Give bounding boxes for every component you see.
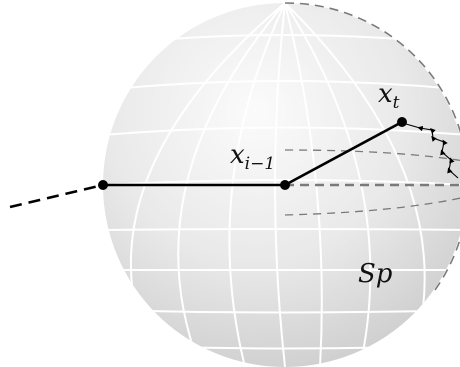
label-x-prev: xi−1 bbox=[230, 140, 275, 174]
point-start bbox=[98, 180, 108, 190]
label-x-t: xt bbox=[378, 79, 400, 113]
incoming-dashed-path bbox=[9, 183, 104, 209]
label-sphere: Sp bbox=[358, 259, 393, 289]
point-x-t bbox=[397, 117, 407, 127]
zigzag-arrows bbox=[405, 123, 459, 179]
point-x-prev bbox=[280, 180, 290, 190]
path-segment-2 bbox=[284, 120, 403, 187]
sphere-dashed-outline bbox=[284, 2, 460, 291]
inner-dashed-arc-bottom bbox=[284, 197, 460, 216]
